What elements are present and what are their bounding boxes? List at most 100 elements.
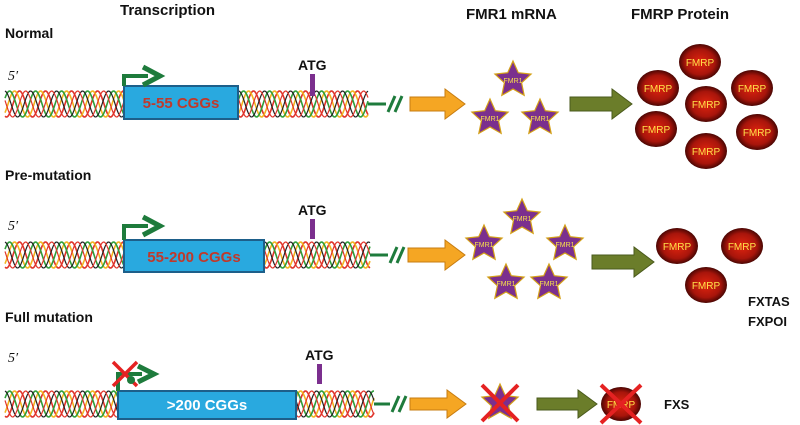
dna-strand [295,390,375,418]
protein-absent-cross [599,383,643,425]
svg-text:FMRP: FMRP [692,147,721,158]
translation-arrow-normal [569,88,633,120]
dna-strand [295,390,375,418]
mrna-star: FMR1 [520,97,560,135]
dna-break-full-mutation [390,395,408,413]
dna-strand [263,241,371,269]
fmrp-protein: FMRP [685,86,727,122]
atg-marker-normal [310,74,315,96]
outcome-fxtas: FXTAS [748,294,790,309]
five-prime-label-pre-mutation: 5′ [8,219,19,234]
mrna-star: FMR1 [502,197,542,235]
dna-helix-normal [4,90,369,118]
svg-text:FMR1: FMR1 [530,116,549,123]
fmrp-protein: FMRP [685,267,727,303]
header-transcription: Transcription [120,2,215,19]
transcription-arrow-normal [409,88,466,120]
cgg-repeat-box-pre-mutation [123,239,265,273]
dna-strand [4,390,121,418]
dna-helix-pre-mutation [4,241,371,269]
transcription-arrow-full-mutation [409,389,467,419]
translation-arrow-pre-mutation [591,246,655,278]
dna-strand [263,241,371,269]
promoter-arrow-pre-mutation [122,224,148,240]
cgg-repeat-label-normal: 5-55 CGGs [143,95,220,112]
promoter-blocked-cross [111,360,139,388]
mrna-star: FMR1 [464,223,504,261]
dna-strand [295,390,375,418]
dna-strand [237,90,369,118]
dna-strand [4,390,121,418]
header-fmrp-protein: FMRP Protein [631,6,729,23]
cgg-repeat-box-normal [123,85,239,120]
mrna-star: FMR1 [545,223,585,261]
promoter-arrow-normal [122,74,148,86]
dna-helix-full-mutation [4,390,375,418]
row-label-pre-mutation: Pre-mutation [5,167,91,183]
fmrp-protein: FMRP [635,111,677,147]
dna-strand [263,241,371,269]
svg-text:FMRP: FMRP [686,58,715,69]
outcome-fxpoi: FXPOI [748,314,787,329]
mrna-star: FMR1 [486,262,526,300]
promoter-arrow-full-mutation [116,372,142,391]
svg-text:FMRP: FMRP [642,125,671,136]
row-label-full-mutation: Full mutation [5,309,93,325]
fmrp-protein: FMRP [679,44,721,80]
cgg-repeat-box-full-mutation [117,390,297,420]
promoter-arrowhead-pre-mutation [141,214,166,238]
mrna-absent-cross [480,383,520,423]
fmrp-protein: FMRP [731,70,773,106]
dna-strand [295,390,375,418]
svg-text:FMRP: FMRP [663,242,692,253]
atg-label-full-mutation: ATG [305,347,334,363]
svg-text:FMRP: FMRP [728,242,757,253]
dna-strand [4,90,127,118]
svg-text:FMRP: FMRP [692,281,721,292]
dna-strand [237,90,369,118]
dna-strand [4,241,127,269]
atg-label-normal: ATG [298,57,327,73]
five-prime-label-full-mutation: 5′ [8,351,19,366]
header-fmr1-mrna: FMR1 mRNA [466,6,557,23]
row-label-normal: Normal [5,25,53,41]
dna-strand [237,90,369,118]
svg-text:FMR1: FMR1 [512,216,531,223]
translation-arrow-full-mutation [536,389,598,419]
svg-text:FMR1: FMR1 [555,242,574,249]
cgg-repeat-label-pre-mutation: 55-200 CGGs [147,249,240,266]
fmrp-protein: FMRP [736,114,778,150]
promoter-arrowhead-full-mutation [136,363,160,385]
five-prime-label-normal: 5′ [8,69,19,84]
fmrp-protein: FMRP [637,70,679,106]
mrna-star: FMR1 [470,97,510,135]
dna-break-normal [386,95,404,113]
fmrp-protein: FMRP [685,133,727,169]
outcome-fxs: FXS [664,397,690,412]
dna-break-pre-mutation [388,246,406,264]
atg-marker-full-mutation [317,364,322,384]
fmrp-protein: FMRP [656,228,698,264]
transcription-arrow-pre-mutation [407,239,466,271]
dna-strand [4,390,121,418]
dna-strand [4,241,127,269]
dna-strand [263,241,371,269]
svg-text:FMR1: FMR1 [496,281,515,288]
svg-text:FMR1: FMR1 [474,242,493,249]
mrna-star: FMR1 [493,59,533,97]
dna-strand [295,390,375,418]
svg-text:FMRP: FMRP [644,84,673,95]
promoter-arrowhead-normal [141,64,166,88]
dna-strand [237,90,369,118]
atg-label-pre-mutation: ATG [298,202,327,218]
svg-text:FMR1: FMR1 [539,281,558,288]
dna-strand [4,90,127,118]
atg-marker-pre-mutation [310,219,315,239]
cgg-repeat-label-full-mutation: >200 CGGs [167,397,247,414]
svg-text:FMR1: FMR1 [503,78,522,85]
fmrp-protein: FMRP [721,228,763,264]
mrna-star: FMR1 [529,262,569,300]
svg-text:FMRP: FMRP [743,128,772,139]
svg-text:FMRP: FMRP [738,84,767,95]
